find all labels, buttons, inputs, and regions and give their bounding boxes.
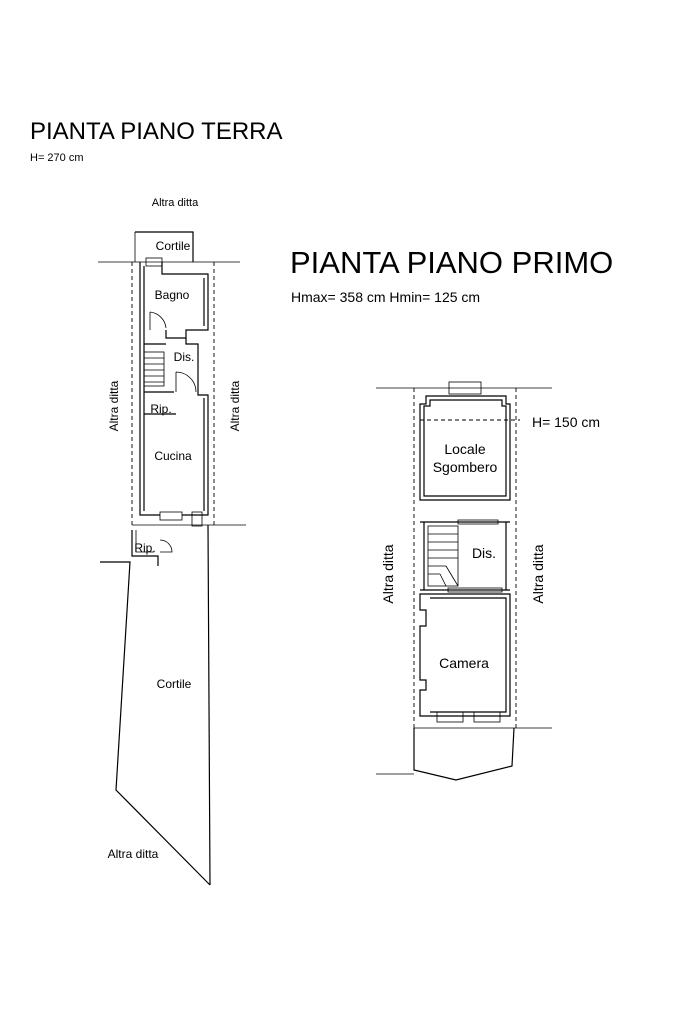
first-window-bottom-left [436, 711, 464, 723]
first-label-dis: Dis. [472, 545, 496, 561]
first-label-altra-ditta-left: Altra ditta [380, 544, 396, 603]
ground-window-bottom-right [191, 511, 203, 527]
ground-label-altra-ditta-bottom: Altra ditta [108, 847, 159, 861]
ground-window-bottom [159, 511, 183, 521]
first-opening-mid [447, 587, 503, 593]
first-balcony-outline [413, 727, 515, 781]
ground-label-cortile-top: Cortile [156, 239, 191, 253]
ground-floor-title: PIANTA PIANO TERRA [30, 118, 283, 145]
first-wall-camera [419, 593, 511, 717]
ground-label-cortile-bottom: Cortile [157, 677, 192, 691]
ground-rip-box [131, 530, 159, 566]
first-chimney [448, 381, 482, 395]
ground-floor-plan [98, 231, 246, 886]
ground-floor-height: H= 270 cm [30, 152, 84, 164]
ground-wall-left [139, 262, 160, 516]
first-label-sgombero: Sgombero [433, 459, 498, 475]
first-window-bottom-right [473, 711, 501, 723]
first-wall-camera-inner [430, 597, 507, 713]
first-label-altra-ditta-right: Altra ditta [530, 544, 546, 603]
first-floor-plan [376, 381, 552, 781]
ground-courtyard-left [100, 561, 211, 886]
ground-wall-right [182, 338, 209, 516]
ground-label-altra-ditta-right: Altra ditta [228, 380, 242, 431]
ground-door-bagno [149, 311, 167, 330]
ground-label-bagno: Bagno [155, 288, 190, 302]
first-floor-title: PIANTA PIANO PRIMO [290, 245, 614, 280]
ground-label-cucina: Cucina [154, 449, 192, 463]
ground-door-dis [175, 371, 197, 393]
ground-label-altra-ditta-top: Altra ditta [152, 197, 199, 209]
ground-label-rip-inner: Rip. [150, 402, 171, 416]
ground-top-courtyard-outline [135, 231, 194, 262]
ground-stairs [143, 351, 165, 387]
first-wall-locale [419, 395, 511, 501]
first-wall-locale-inner [423, 399, 507, 497]
ground-courtyard-right [207, 524, 211, 886]
first-opening-top [457, 519, 499, 525]
ground-rip-box-inner [135, 530, 154, 553]
ground-label-rip-outer: Rip. [134, 541, 155, 555]
first-label-h150: H= 150 cm [532, 414, 600, 430]
ground-label-altra-ditta-left: Altra ditta [107, 380, 121, 431]
first-stairs [427, 525, 459, 587]
first-floor-heights: Hmax= 358 cm Hmin= 125 cm [291, 289, 481, 305]
first-label-locale: Locale [444, 441, 485, 457]
ground-door-rip [159, 539, 173, 553]
ground-wall-bagno [161, 262, 209, 339]
first-label-camera: Camera [439, 655, 489, 671]
ground-label-dis: Dis. [174, 350, 195, 364]
